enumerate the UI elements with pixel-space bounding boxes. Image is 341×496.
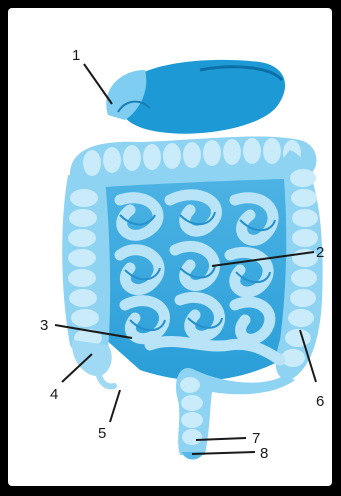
appendix bbox=[98, 372, 114, 386]
stomach bbox=[106, 60, 285, 134]
leader-5 bbox=[110, 390, 120, 422]
label-4: 4 bbox=[50, 386, 58, 403]
leader-1 bbox=[84, 64, 112, 104]
cecum bbox=[72, 340, 112, 376]
sigmoid-colon-rectum bbox=[176, 368, 295, 455]
label-6: 6 bbox=[316, 393, 324, 410]
label-2: 2 bbox=[316, 244, 324, 261]
label-3: 3 bbox=[40, 317, 48, 334]
label-8: 8 bbox=[260, 445, 268, 462]
label-1: 1 bbox=[72, 47, 80, 64]
label-5: 5 bbox=[98, 425, 106, 442]
